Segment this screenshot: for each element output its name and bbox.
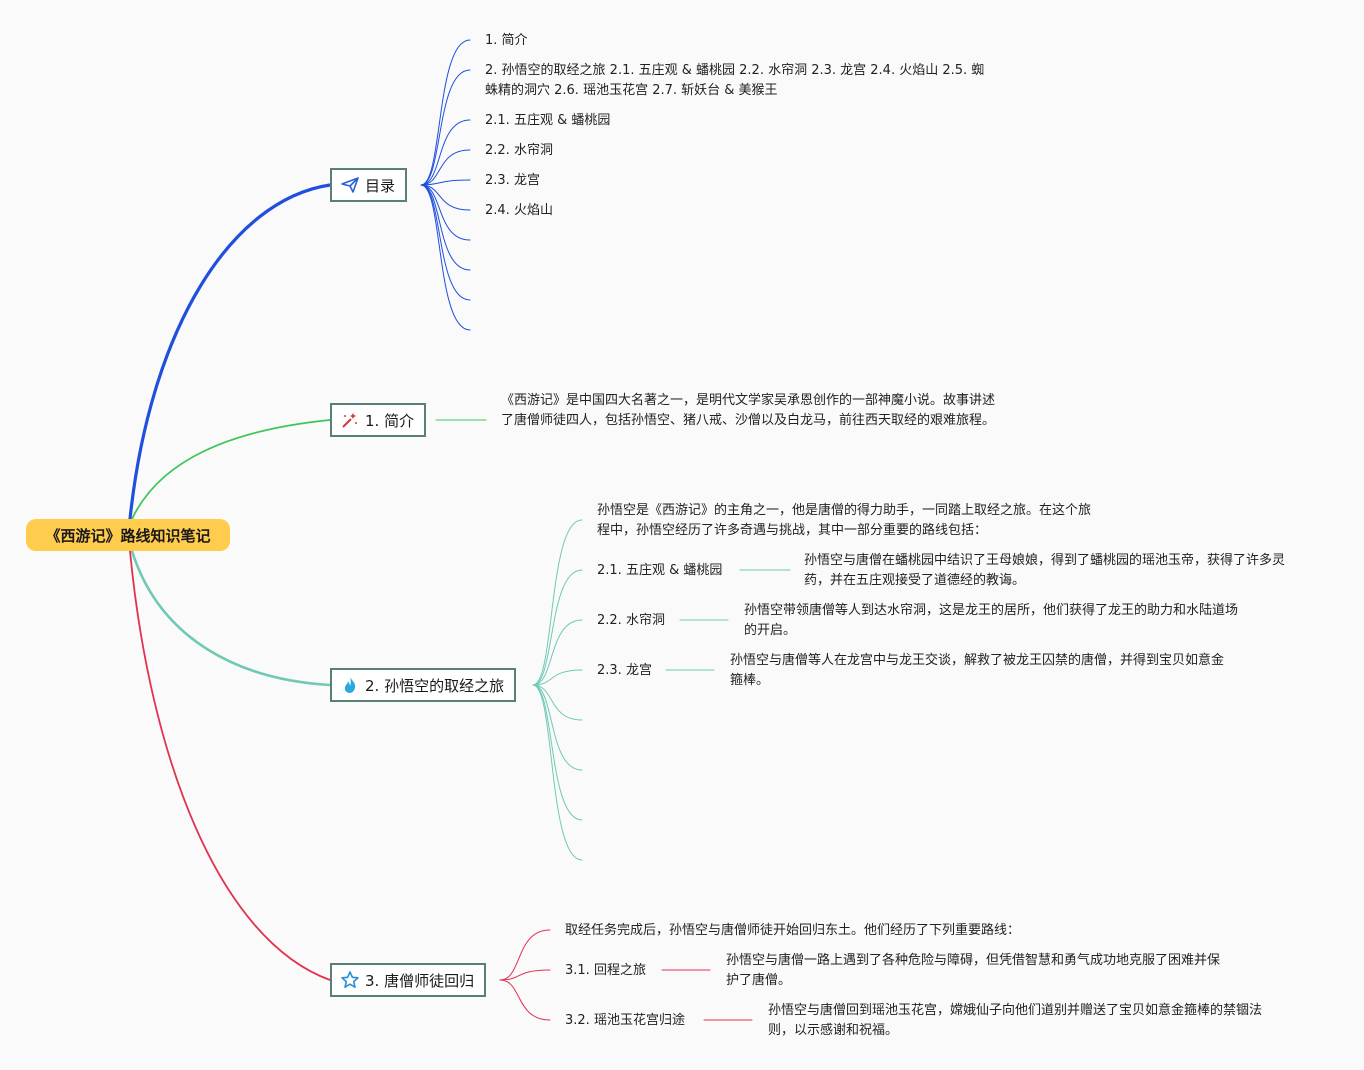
return-connector [499, 969, 551, 981]
magic-wand-icon [340, 410, 360, 430]
root-label: 《西游记》路线知识笔记 [45, 526, 211, 545]
intro-text[interactable]: 《西游记》是中国四大名著之一，是明代文学家吴承恩创作的一部神魔小说。故事讲述了唐… [501, 393, 996, 428]
toc-item[interactable]: 2.3. 龙宫 [485, 173, 540, 188]
toc-connector [420, 184, 471, 271]
flame-icon [340, 675, 360, 695]
topic-toc-label: 目录 [365, 176, 396, 195]
topic-intro[interactable]: 1. 简介 [330, 403, 427, 437]
paper-plane-icon [340, 175, 360, 195]
journey-item-detail[interactable]: 孙悟空与唐僧等人在龙宫中与龙王交谈，解救了被龙王囚禁的唐僧，并得到宝贝如意金箍棒… [730, 653, 1225, 688]
toc-item[interactable]: 2. 孙悟空的取经之旅 2.1. 五庄观 & 蟠桃园 2.2. 水帘洞 2.3.… [485, 63, 985, 78]
topic-return-label: 3. 唐僧师徒回归 [365, 971, 475, 990]
toc-item[interactable]: 2.1. 五庄观 & 蟠桃园 [485, 113, 611, 128]
branch-toc [128, 183, 332, 521]
toc-connector [420, 69, 471, 186]
return-item-detail[interactable]: 孙悟空与唐僧一路上遇到了各种危险与障碍，但凭借智慧和勇气成功地克服了困难并保护了… [726, 953, 1221, 988]
return-item-label[interactable]: 3.2. 瑶池玉花宫归途 [565, 1013, 685, 1028]
topic-toc[interactable]: 目录 [330, 168, 408, 202]
return-summary[interactable]: 取经任务完成后，孙悟空与唐僧师徒开始回归东土。他们经历了下列重要路线： [565, 923, 1021, 938]
toc-connector [420, 119, 471, 186]
toc-item[interactable]: 1. 简介 [485, 33, 528, 48]
toc-item-continued[interactable]: 蛛精的洞穴 2.6. 瑶池玉花宫 2.7. 斩妖台 & 美猴王 [485, 83, 778, 98]
toc-item[interactable]: 2.4. 火焰山 [485, 203, 553, 218]
toc-connector [420, 179, 471, 186]
journey-item-detail[interactable]: 孙悟空带领唐僧等人到达水帘洞，这是龙王的居所，他们获得了龙王的助力和水陆道场的开… [744, 603, 1239, 638]
branch-intro [131, 419, 331, 520]
return-item-label[interactable]: 3.1. 回程之旅 [565, 963, 646, 978]
return-connector [499, 979, 551, 1021]
journey-connector [532, 684, 583, 861]
journey-connector [532, 669, 583, 686]
journey-item-label[interactable]: 2.2. 水帘洞 [597, 613, 665, 628]
journey-connector [532, 684, 583, 721]
toc-connector [420, 184, 471, 331]
journey-connector [532, 684, 583, 771]
toc-connector [420, 184, 471, 211]
journey-item-label[interactable]: 2.3. 龙宫 [597, 663, 652, 678]
journey-connector [532, 684, 583, 821]
toc-connector [420, 149, 471, 186]
journey-connector [532, 519, 583, 686]
topic-journey[interactable]: 2. 孙悟空的取经之旅 [330, 668, 517, 702]
journey-item-detail[interactable]: 孙悟空与唐僧在蟠桃园中结识了王母娘娘，得到了蟠桃园的瑶池玉帝，获得了许多灵药，并… [804, 553, 1286, 588]
topic-journey-label: 2. 孙悟空的取经之旅 [365, 676, 505, 695]
journey-connector [532, 569, 583, 686]
branch-return [129, 550, 331, 981]
return-item-detail[interactable]: 孙悟空与唐僧回到瑶池玉花宫，嫦娥仙子向他们道别并赠送了宝贝如意金箍棒的禁锢法则，… [768, 1003, 1263, 1038]
topic-intro-label: 1. 简介 [365, 411, 415, 430]
root-topic[interactable]: 《西游记》路线知识笔记 [26, 519, 230, 551]
toc-connector [420, 39, 471, 186]
journey-connector [532, 619, 583, 686]
journey-summary[interactable]: 孙悟空是《西游记》的主角之一，他是唐僧的得力助手，一同踏上取经之旅。在这个旅程中… [597, 503, 1092, 538]
journey-item-label[interactable]: 2.1. 五庄观 & 蟠桃园 [597, 563, 723, 578]
toc-connector [420, 184, 471, 241]
topic-return[interactable]: 3. 唐僧师徒回归 [330, 963, 487, 997]
branch-journey [130, 549, 332, 687]
star-icon [340, 970, 360, 990]
toc-item[interactable]: 2.2. 水帘洞 [485, 143, 553, 158]
return-connector [499, 929, 551, 981]
